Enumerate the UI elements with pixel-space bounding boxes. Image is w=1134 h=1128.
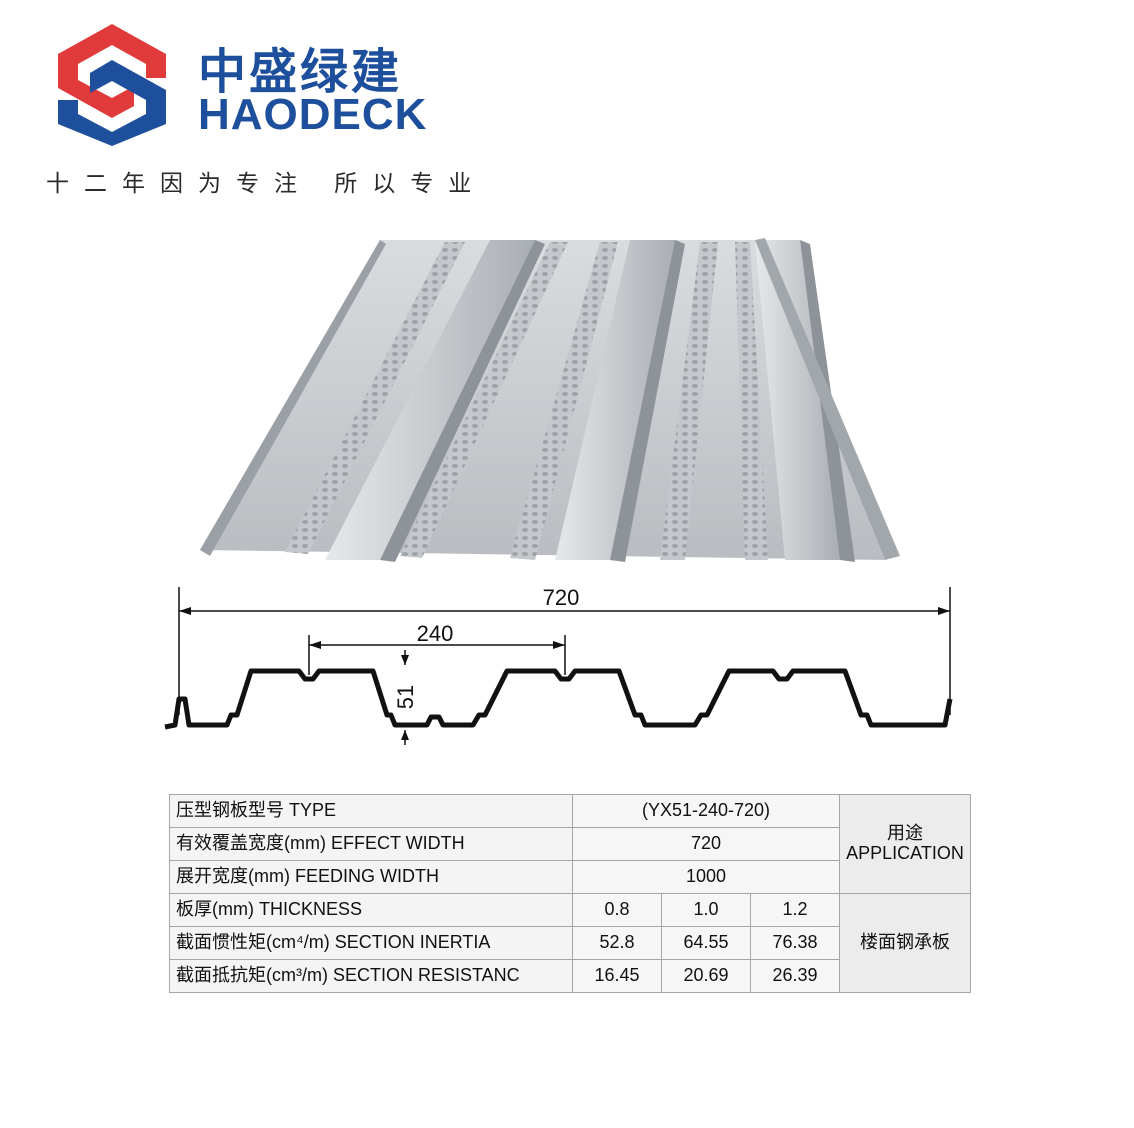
application-value: 楼面钢承板 [839,893,971,993]
inertia-value: 76.38 [750,926,840,960]
table-row: 板厚(mm) THICKNESS 0.8 1.0 1.2 楼面钢承板 [169,893,971,993]
application-header: 用途 APPLICATION [839,794,971,894]
type-value: (YX51-240-720) [572,794,840,828]
inertia-value: 64.55 [661,926,751,960]
resistance-value: 16.45 [572,959,662,993]
resistance-value: 20.69 [661,959,751,993]
steel-floor-deck-image [200,238,900,562]
brand-header: 中盛绿建 HAODECK [52,20,472,150]
dim-total-label: 720 [543,585,580,610]
profile-cross-section: 720 240 51 [164,585,953,745]
thickness-label: 板厚(mm) THICKNESS [169,893,573,927]
inertia-label: 截面惯性矩(cm⁴/m) SECTION INERTIA [169,926,573,960]
feeding-width-label: 展开宽度(mm) FEEDING WIDTH [169,860,573,894]
slogan: 十二年因为专注 所以专业 [46,171,487,197]
table-row: 截面惯性矩(cm⁴/m) SECTION INERTIA 52.8 64.55 … [169,926,971,960]
dim-height-label: 51 [393,685,418,709]
type-label: 压型钢板型号 TYPE [169,794,573,828]
table-row: 压型钢板型号 TYPE (YX51-240-720) 用途 APPLICATIO… [169,794,971,894]
thickness-value: 0.8 [572,893,662,927]
effect-width-label: 有效覆盖宽度(mm) EFFECT WIDTH [169,827,573,861]
spec-table: 压型钢板型号 TYPE (YX51-240-720) 用途 APPLICATIO… [169,794,971,993]
table-row: 展开宽度(mm) FEEDING WIDTH 1000 [169,860,971,894]
thickness-value: 1.2 [750,893,840,927]
table-row: 截面抵抗矩(cm³/m) SECTION RESISTANC 16.45 20.… [169,959,971,993]
inertia-value: 52.8 [572,926,662,960]
brand-name-cn: 中盛绿建 [198,44,403,100]
effect-width-value: 720 [572,827,840,861]
table-row: 有效覆盖宽度(mm) EFFECT WIDTH 720 [169,827,971,861]
brand-name-en: HAODECK [198,90,428,139]
thickness-value: 1.0 [661,893,751,927]
hexagon-s-logo-icon [58,24,166,146]
feeding-width-value: 1000 [572,860,840,894]
dim-pitch-label: 240 [417,621,454,646]
application-title-cn: 用途 [887,823,923,844]
resistance-value: 26.39 [750,959,840,993]
application-title-en: APPLICATION [846,843,964,863]
resistance-label: 截面抵抗矩(cm³/m) SECTION RESISTANC [169,959,573,993]
